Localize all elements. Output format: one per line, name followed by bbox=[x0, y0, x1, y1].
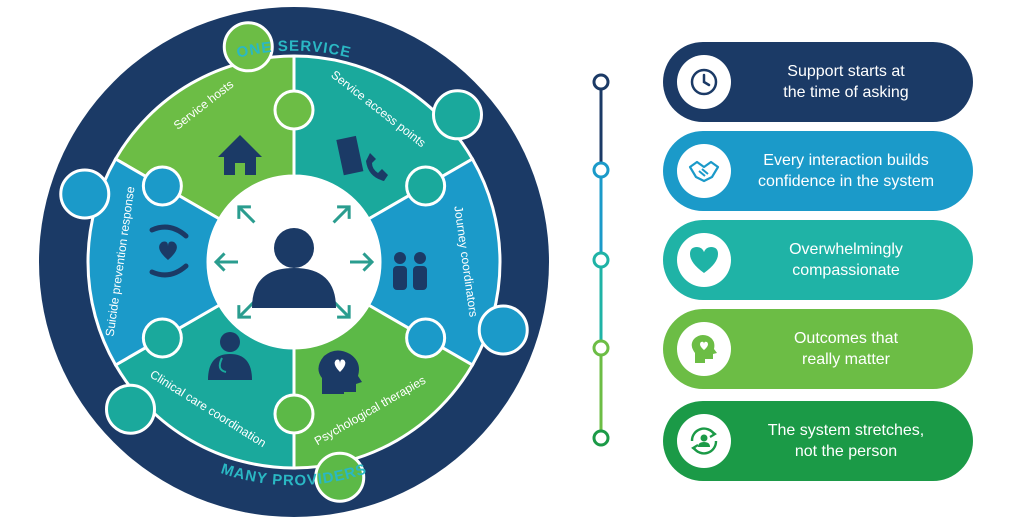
principle-line: Support starts at bbox=[787, 63, 905, 80]
arrow-line bbox=[237, 300, 256, 319]
principle-text: Every interaction builds confidence in t… bbox=[731, 150, 973, 192]
principle-text: Support starts at the time of asking bbox=[731, 61, 973, 103]
principle-text: Overwhelmingly compassionate bbox=[731, 239, 973, 281]
head-heart-icon bbox=[677, 322, 731, 376]
timeline-node bbox=[592, 339, 610, 357]
head-heart-icon bbox=[318, 350, 362, 394]
principle-text: Outcomes that really matter bbox=[731, 328, 973, 370]
principle-line: really matter bbox=[801, 351, 891, 368]
puzzle-knob bbox=[273, 393, 315, 435]
hands-heart-icon bbox=[149, 224, 189, 278]
timeline-node bbox=[592, 429, 610, 447]
arrow-line bbox=[332, 205, 351, 224]
timeline-node bbox=[592, 161, 610, 179]
puzzle-knob bbox=[273, 89, 315, 131]
puzzle-knob bbox=[405, 165, 447, 207]
principle-line: the time of asking bbox=[783, 84, 909, 101]
puzzle-knob bbox=[141, 165, 183, 207]
timeline-node bbox=[592, 73, 610, 91]
principle-pill: The system stretches, not the person bbox=[663, 401, 973, 481]
principle-line: Every interaction builds bbox=[763, 152, 929, 169]
principle-pill: Every interaction builds confidence in t… bbox=[663, 131, 973, 211]
center-arrows bbox=[213, 205, 375, 319]
clock-icon bbox=[677, 55, 731, 109]
puzzle-knob bbox=[405, 317, 447, 359]
arrow-head bbox=[362, 252, 375, 272]
principle-line: confidence in the system bbox=[757, 173, 935, 190]
puzzle-knob bbox=[59, 168, 111, 220]
puzzle-knob bbox=[105, 383, 157, 435]
timeline bbox=[592, 73, 610, 447]
person-icon bbox=[252, 228, 336, 308]
puzzle-knob bbox=[141, 317, 183, 359]
principle-line: The system stretches, bbox=[767, 422, 925, 439]
door-phone-icon bbox=[336, 135, 388, 181]
handshake-icon bbox=[677, 144, 731, 198]
person-cycle-icon bbox=[677, 414, 731, 468]
timeline-node bbox=[592, 251, 610, 269]
principle-pill: Outcomes that really matter bbox=[663, 309, 973, 389]
puzzle-knob bbox=[222, 21, 274, 73]
arrow-head bbox=[337, 305, 351, 319]
service-wheel: ONE SERVICE MANY PROVIDERS Service hosts… bbox=[39, 7, 549, 517]
top-arc-text: ONE SERVICE bbox=[235, 38, 352, 62]
principle-text: The system stretches, not the person bbox=[731, 420, 973, 462]
arrow-head bbox=[213, 252, 226, 272]
principle-line: Outcomes that bbox=[793, 330, 899, 347]
arrow-line bbox=[332, 300, 351, 319]
arrow-head bbox=[237, 205, 251, 219]
house-icon bbox=[218, 135, 262, 175]
arrow-head bbox=[237, 305, 251, 319]
arrow-head bbox=[337, 205, 351, 219]
puzzle-knob bbox=[431, 89, 483, 141]
clinician-icon bbox=[208, 332, 252, 380]
puzzle-knob bbox=[477, 304, 529, 356]
principle-pill: Overwhelmingly compassionate bbox=[663, 220, 973, 300]
principle-line: Overwhelmingly bbox=[789, 241, 903, 258]
puzzle-knob bbox=[314, 451, 366, 503]
principle-line: not the person bbox=[794, 443, 898, 460]
heart-icon bbox=[677, 233, 731, 287]
top-arc-label: ONE SERVICE bbox=[235, 38, 353, 62]
people-icon bbox=[393, 252, 427, 290]
principle-pill: Support starts at the time of asking bbox=[663, 42, 973, 122]
principle-line: compassionate bbox=[792, 262, 900, 279]
arrow-line bbox=[237, 205, 256, 224]
